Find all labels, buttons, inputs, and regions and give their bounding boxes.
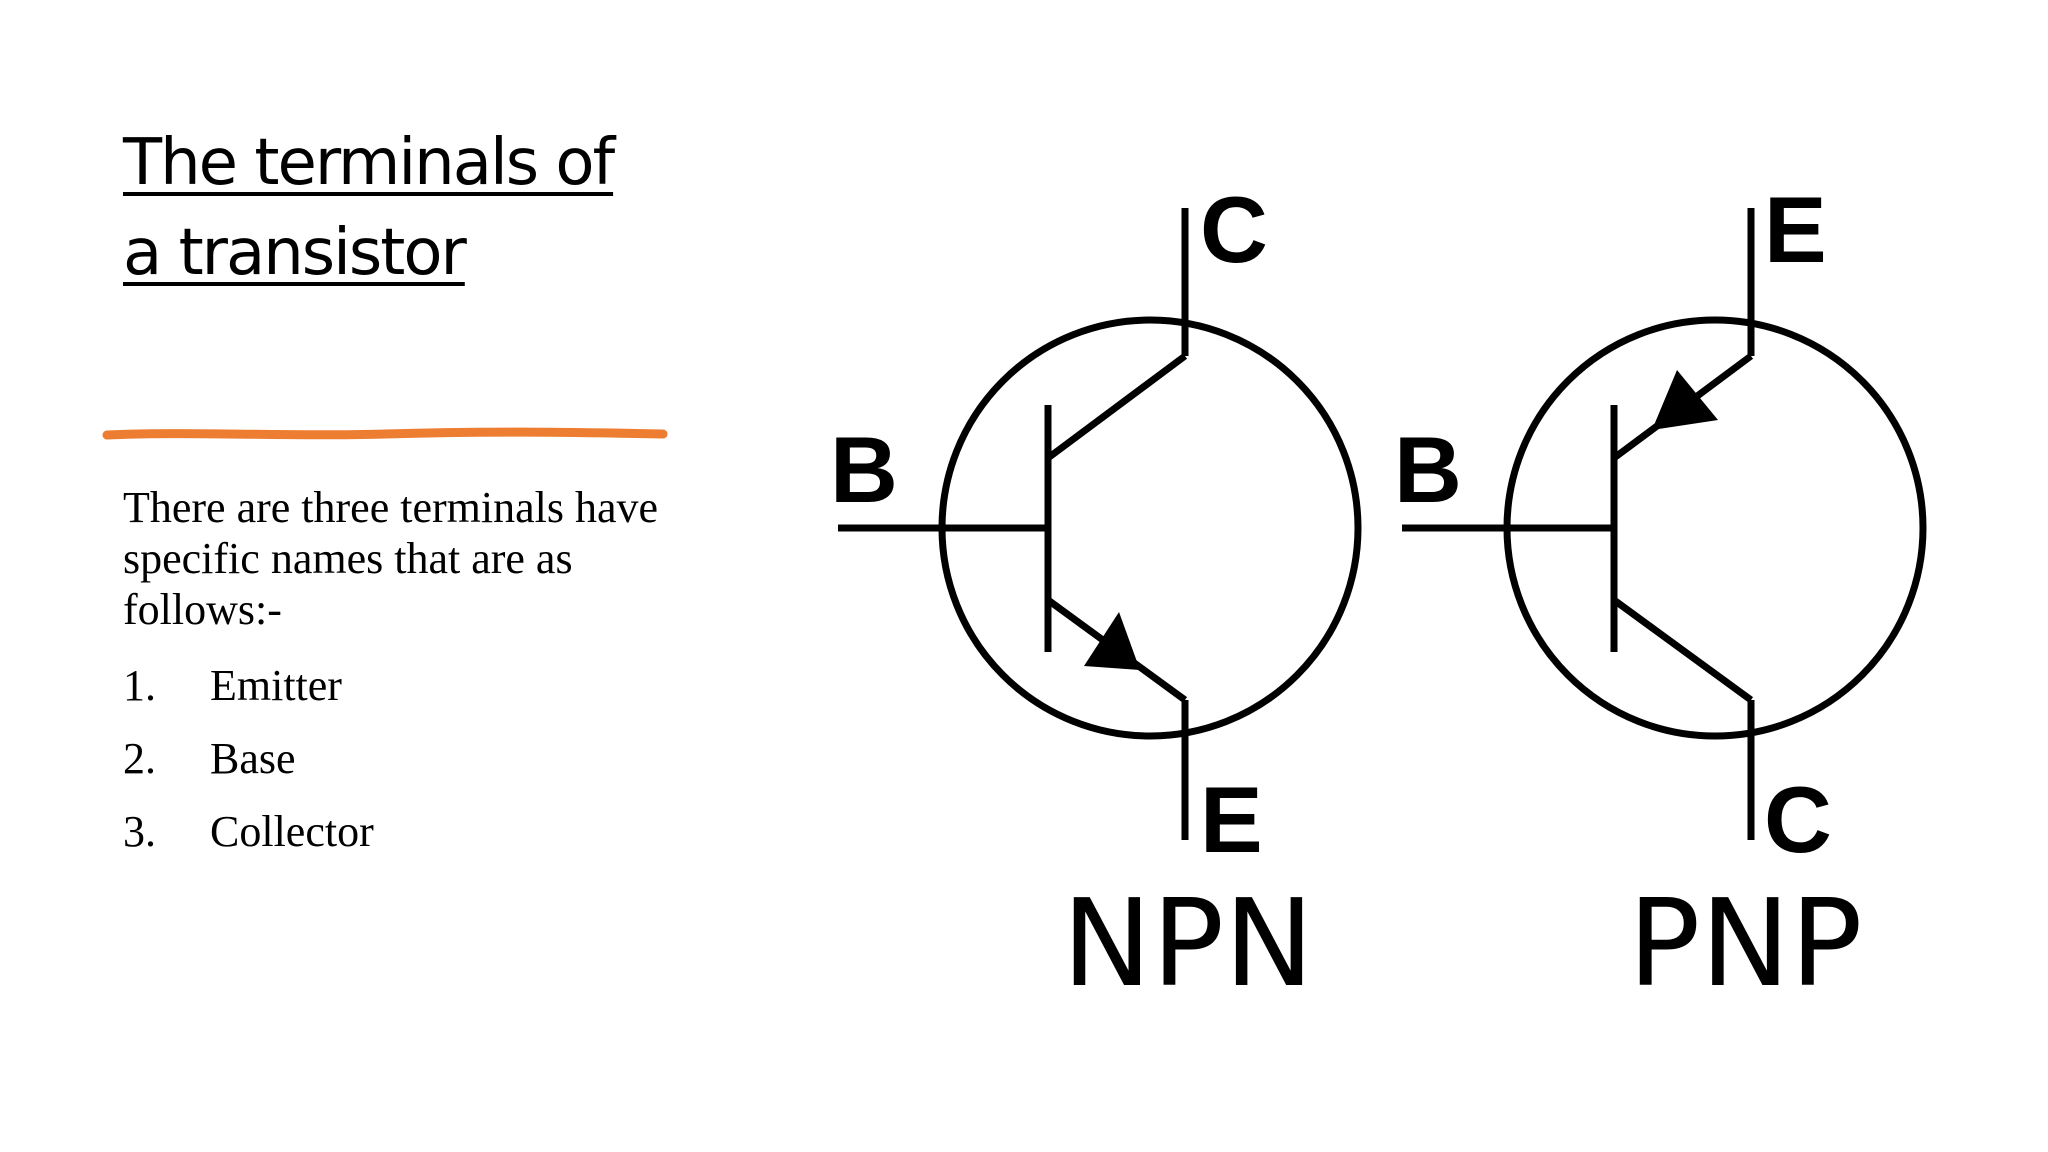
list-item: 3. Collector [123,802,374,875]
intro-paragraph: There are three terminals have specific … [123,483,659,634]
pnp-emitter-label: E [1764,177,1827,282]
npn-emitter-label: E [1200,767,1263,872]
npn-collector-diagonal [1045,353,1188,461]
terminal-name: Emitter [210,661,342,710]
list-item: 1. Emitter [123,656,374,729]
pnp-emitter-arrow [1652,370,1718,430]
list-number: 2. [123,734,156,783]
slide-title-line-2: a transistor [123,216,467,290]
slide-title-line-1: The terminals of [123,126,615,200]
list-item: 2. Base [123,729,374,802]
pnp-collector-label: C [1764,767,1832,872]
terminal-name: Base [210,734,296,783]
npn-symbol [838,208,1362,840]
npn-type-label: NPN [1062,875,1314,1014]
npn-collector-label: C [1200,177,1268,282]
npn-emitter-arrow [1084,612,1140,670]
list-number: 1. [123,661,156,710]
terminal-list: 1. Emitter 2. Base 3. Collector [123,656,374,875]
terminal-name: Collector [210,807,374,856]
accent-divider [102,427,668,440]
pnp-collector-diagonal [1611,597,1754,703]
pnp-base-label: B [1394,417,1462,522]
pnp-type-label: PNP [1628,875,1863,1014]
pnp-symbol [1402,208,1927,840]
slide-title: The terminals of a transistor [123,118,743,298]
npn-base-label: B [830,417,898,522]
list-number: 3. [123,807,156,856]
